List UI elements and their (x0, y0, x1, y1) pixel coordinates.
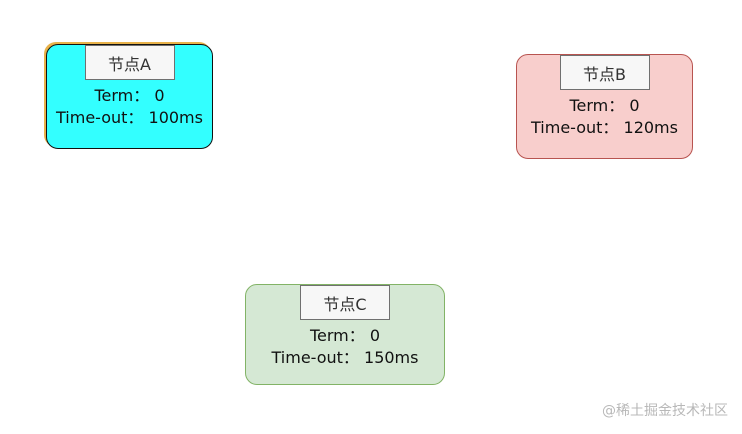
node-b-term: Term： 0 (569, 96, 640, 115)
node-c-term: Term： 0 (309, 326, 381, 345)
watermark: @稀土掘金技术社区 (602, 403, 728, 419)
node-b-info: Term： 0 Time-out： 120ms (517, 95, 692, 139)
node-a-term: Term： 0 (94, 86, 165, 105)
node-b-timeout: Time-out： 120ms (531, 118, 678, 137)
node-a-timeout: Time-out： 100ms (56, 108, 203, 127)
node-c[interactable]: 节点C Term： 0 Time-out： 150ms (245, 284, 445, 385)
node-b-label: 节点B (559, 55, 650, 90)
node-a[interactable]: 节点A Term： 0 Time-out： 100ms (46, 44, 213, 149)
node-c-timeout: Time-out： 150ms (271, 348, 419, 367)
node-c-label: 节点C (300, 285, 390, 320)
node-a-info: Term： 0 Time-out： 100ms (47, 85, 212, 129)
node-a-label: 节点A (84, 45, 175, 80)
node-c-info: Term： 0 Time-out： 150ms (246, 325, 444, 369)
node-b[interactable]: 节点B Term： 0 Time-out： 120ms (516, 54, 693, 159)
